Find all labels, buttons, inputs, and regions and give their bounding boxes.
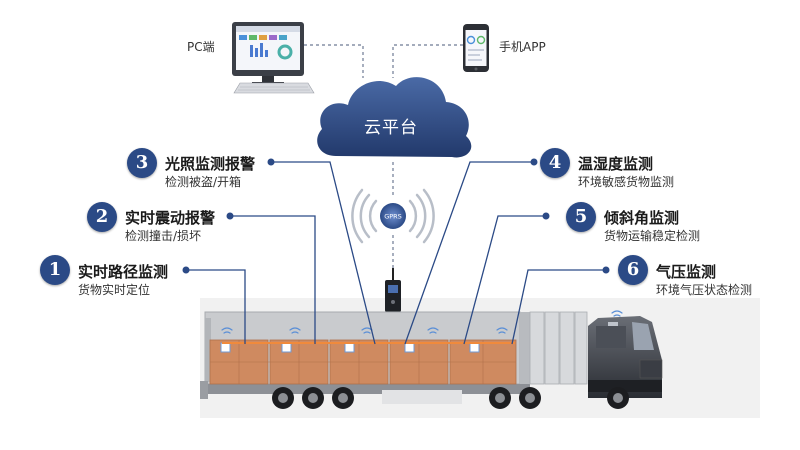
feature-6-desc: 环境气压状态检测	[656, 283, 753, 297]
cloud-platform-icon	[317, 77, 472, 158]
pc-label: PC端	[187, 40, 215, 54]
phone-label: 手机APP	[499, 40, 546, 54]
badge-6: 6	[618, 255, 648, 285]
truck-cab	[588, 316, 663, 398]
feature-1-title: 实时路径监测	[78, 263, 169, 281]
gprs-signal-icon: GPRS	[351, 188, 435, 244]
badge-1: 1	[40, 255, 70, 285]
badge-3: 3	[127, 148, 157, 178]
tracker-device-icon	[385, 268, 401, 312]
feature-5-desc: 货物运输稳定检测	[604, 229, 701, 243]
feature-6-title: 气压监测	[656, 263, 717, 281]
feature-3-desc: 检测被盗/开箱	[165, 175, 242, 189]
pc-monitor-icon	[232, 22, 304, 85]
feature-2-title: 实时震动报警	[125, 209, 216, 227]
feature-2-desc: 检测撞击/损坏	[125, 229, 202, 243]
feature-4-title: 温湿度监测	[578, 155, 654, 173]
badge-2: 2	[87, 202, 117, 232]
leader-lines	[186, 161, 606, 345]
device-connectors	[304, 44, 463, 276]
phone-icon	[463, 24, 489, 72]
feature-5-title: 倾斜角监测	[604, 209, 680, 227]
leader-dots	[182, 158, 610, 274]
gprs-label: GPRS	[384, 213, 402, 221]
badge-4: 4	[540, 148, 570, 178]
cloud-label: 云平台	[364, 118, 418, 138]
feature-1-desc: 货物实时定位	[78, 283, 151, 297]
truck-tanks	[529, 311, 588, 385]
cargo-box-lines	[210, 340, 516, 384]
badge-5: 5	[566, 202, 596, 232]
feature-4-desc: 环境敏感货物监测	[578, 175, 675, 189]
feature-3-title: 光照监测报警	[165, 155, 256, 173]
keyboard-icon	[233, 82, 315, 94]
truck-wheels	[272, 387, 629, 409]
wifi-icons	[221, 310, 623, 334]
